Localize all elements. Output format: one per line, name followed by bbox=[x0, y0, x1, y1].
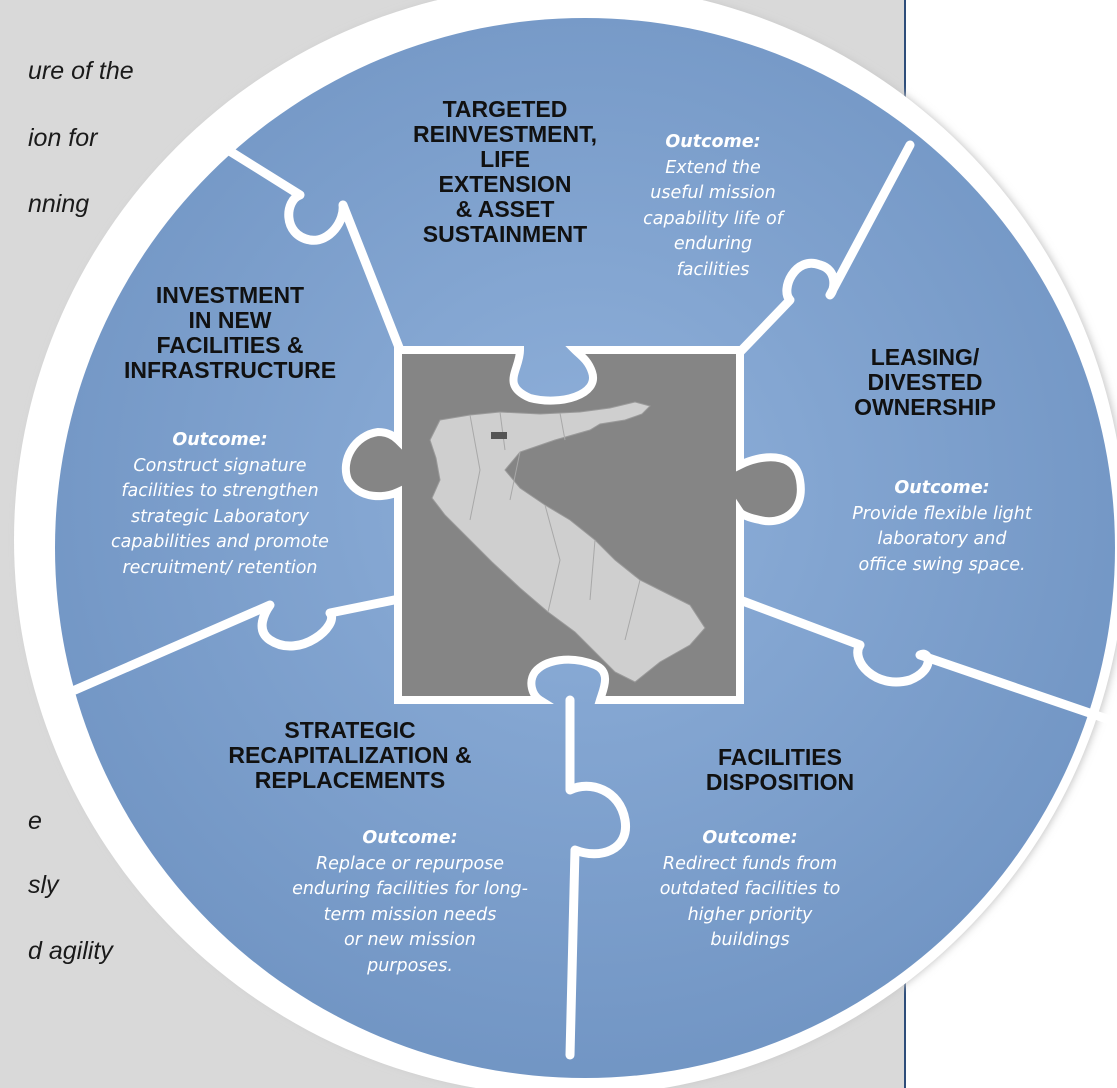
map-borders bbox=[469, 411, 641, 641]
seam-top-left bbox=[223, 145, 405, 355]
title-right: LEASING/ DIVESTED OWNERSHIP bbox=[854, 344, 996, 420]
side-text-line-2: ion for bbox=[28, 124, 98, 152]
seam-left-bottom bbox=[70, 593, 409, 695]
side-text-line-6: d agility bbox=[28, 937, 113, 965]
county-map bbox=[429, 401, 706, 683]
side-text-line-1: ure of the bbox=[28, 57, 134, 85]
outcome-bottom-left: Outcome: Replace or repurpose enduring f… bbox=[255, 826, 565, 979]
outcome-label: Outcome: bbox=[665, 132, 761, 152]
title-left: INVESTMENT IN NEW FACILITIES & INFRASTRU… bbox=[123, 282, 337, 383]
outcome-right: Outcome: Provide flexible light laborato… bbox=[822, 476, 1062, 578]
outcome-label: Outcome: bbox=[362, 828, 458, 848]
seam-bottom bbox=[565, 695, 630, 1060]
outcome-bottom-right: Outcome: Redirect funds from outdated fa… bbox=[625, 826, 875, 954]
title-top: TARGETED REINVESTMENT, LIFE EXTENSION & … bbox=[412, 96, 598, 247]
outcome-left: Outcome: Construct signature facilities … bbox=[60, 428, 380, 581]
title-bottom-left: STRATEGIC RECAPITALIZATION & REPLACEMENT… bbox=[228, 717, 472, 793]
seam-top-right bbox=[735, 140, 915, 357]
side-text-line-5: sly bbox=[28, 871, 59, 899]
seam-right-bottom bbox=[735, 595, 1115, 725]
map-landmark bbox=[491, 432, 507, 439]
outcome-label: Outcome: bbox=[172, 430, 268, 450]
title-bottom-right: FACILITIES DISPOSITION bbox=[705, 744, 855, 795]
outcome-label: Outcome: bbox=[894, 478, 990, 498]
outcome-label: Outcome: bbox=[702, 828, 798, 848]
side-text-line-3: nning bbox=[28, 190, 90, 218]
outcome-top: Outcome: Extend the useful mission capab… bbox=[618, 130, 808, 283]
side-text-line-4: e bbox=[28, 807, 42, 835]
